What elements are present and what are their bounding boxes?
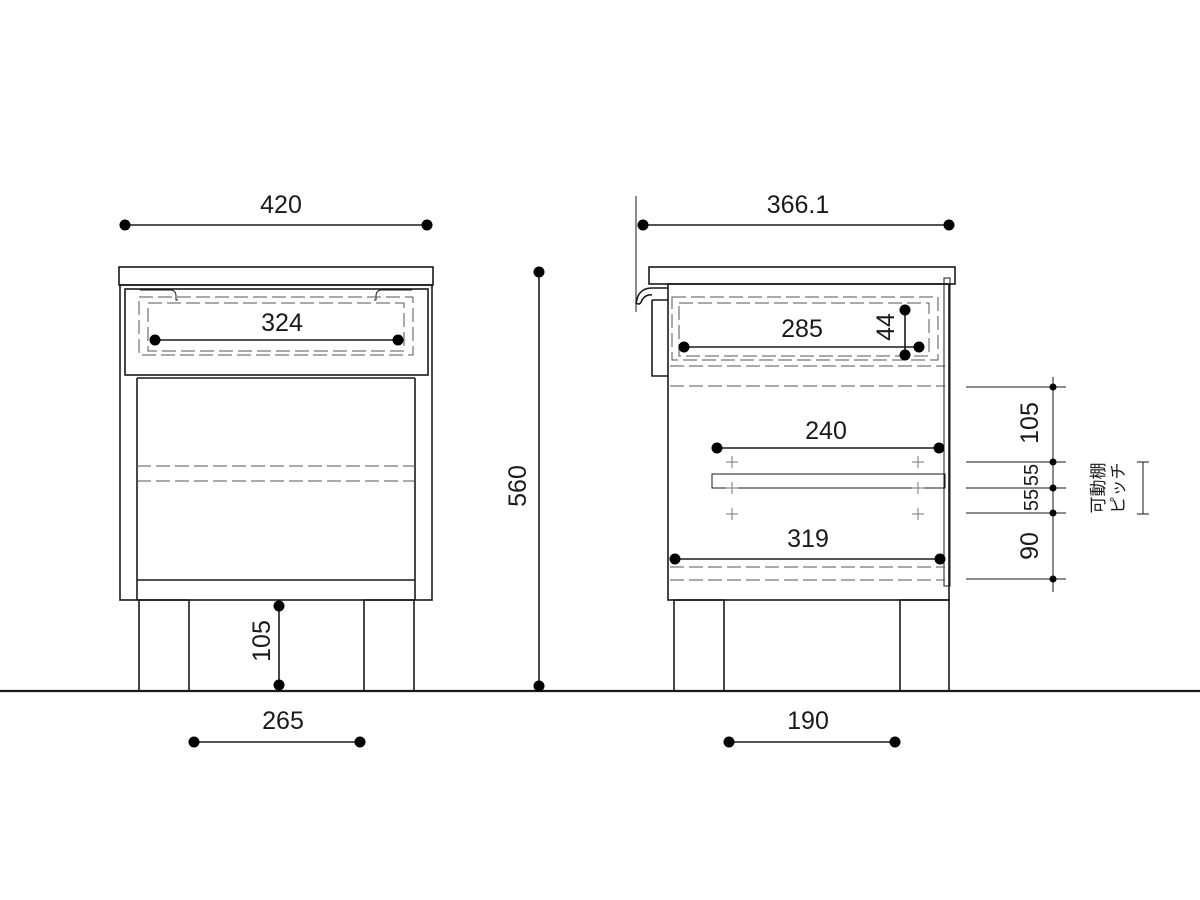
dim-overall-width: 420 [260,191,302,219]
overall-height-dimension: 560 [504,266,545,692]
dim-overall-depth: 366.1 [767,191,830,219]
dim-dot [943,219,955,231]
side-leg-back [899,599,950,692]
front-top-board [118,266,434,286]
dim-dot [933,442,945,454]
dim-dot [637,219,649,231]
front-drawer-inner [138,296,414,356]
drawer-handle-left [140,289,178,301]
drawer-handle-right [374,289,412,301]
dim-leg-height: 105 [248,620,276,662]
dim-dot [188,736,200,748]
side-drawer-inner [671,296,939,361]
side-leg-front [673,599,725,692]
pitch-label: ピッチ [1109,463,1129,514]
dim-overall-height: 560 [504,465,532,507]
shelf-position-dimensions: 105 55 55 90 [966,377,1066,592]
dim-dot [119,219,131,231]
side-shelf [711,473,946,489]
front-body [119,284,433,601]
side-drawer-front [651,299,668,377]
dim-dot [669,553,681,565]
dim-dot [149,334,161,346]
dim-dot [889,736,901,748]
side-view: 366.1 285 44 240 319 190 [635,191,1149,748]
shelf-pin-holes [726,456,924,520]
dim-dot [711,442,723,454]
dim-shelf-bottom-gap: 90 [1016,532,1044,560]
dim-dot [533,266,545,278]
dim-side-leg-span: 190 [787,707,829,735]
dim-dot [723,736,735,748]
side-drawer-handle [635,287,668,305]
dim-dot [421,219,433,231]
dim-dot [273,679,285,691]
dim-dot [899,304,911,316]
dim-shelf-pitch-2: 55 [1021,489,1043,511]
side-body [667,283,950,601]
dim-shelf-top-gap: 105 [1016,402,1044,444]
dim-drawer-inner-height: 44 [872,313,900,341]
adjustable-shelf-note: 可動棚 ピッチ [1089,461,1149,515]
front-leg-right [363,599,415,692]
dim-dot [934,553,946,565]
front-drawer-inner-2 [147,302,405,352]
dim-dot [678,341,690,353]
dim-drawer-inner-width: 324 [261,309,303,337]
front-view: 420 324 105 265 [118,191,434,748]
adjustable-shelf-label: 可動棚 [1089,463,1109,514]
dim-dot [533,680,545,692]
side-back-panel [943,277,951,587]
front-drawer [124,288,429,376]
dim-bottom-inner-depth: 319 [787,525,829,553]
side-drawer-inner-2 [678,302,930,357]
front-leg-left [138,599,190,692]
dim-dot [913,341,925,353]
dim-front-leg-span: 265 [262,707,304,735]
dim-shelf-depth: 240 [805,417,847,445]
dim-dot [899,349,911,361]
dim-drawer-inner-depth: 285 [781,315,823,343]
dim-dot [354,736,366,748]
dim-dot [392,334,404,346]
side-top-board [648,266,956,285]
dim-shelf-pitch-1: 55 [1021,464,1043,486]
dim-dot [273,600,285,612]
